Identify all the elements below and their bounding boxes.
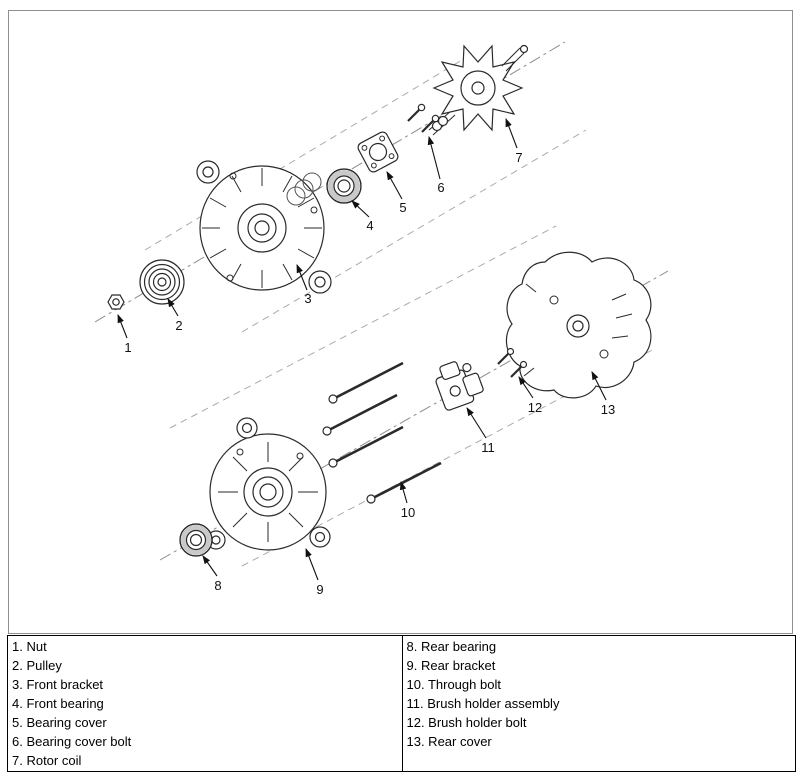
callout-number: 2: [175, 318, 182, 333]
legend-item: 11. Brush holder assembly: [406, 696, 560, 711]
part-pulley: [139, 259, 185, 305]
callout-number: 13: [601, 402, 615, 417]
callout-arrows: [117, 117, 607, 581]
legend-item: 1. Nut: [12, 639, 47, 654]
callout-number: 6: [437, 180, 444, 195]
part-brush-holder-bolts: [497, 347, 528, 378]
callout-numbers: 1 2 3 4 5 6 7 8 9 10 11 12 13: [124, 150, 615, 597]
part-bearing-cover: [357, 131, 399, 173]
callout-number: 3: [304, 291, 311, 306]
callout-number: 5: [399, 200, 406, 215]
legend-item: 8. Rear bearing: [406, 639, 497, 654]
callout-number: 12: [528, 400, 542, 415]
legend-item: 10. Through bolt: [406, 677, 501, 692]
legend-item: 5. Bearing cover: [12, 715, 107, 730]
legend-item: [403, 751, 796, 770]
legend-item: 13. Rear cover: [406, 734, 492, 749]
legend-item: 9. Rear bracket: [406, 658, 496, 673]
part-through-bolts: [322, 361, 442, 504]
callout-number: 4: [366, 218, 373, 233]
part-rear-cover: [505, 251, 652, 399]
callout-number: 10: [401, 505, 415, 520]
part-nut: [107, 294, 125, 310]
callout-number: 7: [515, 150, 522, 165]
part-rear-bracket: [206, 417, 331, 551]
part-rear-bearing: [179, 523, 213, 557]
legend-item: 12. Brush holder bolt: [406, 715, 527, 730]
part-front-bracket: [196, 160, 332, 294]
legend-right-column: 8. Rear bearing 9. Rear bracket 10. Thro…: [401, 636, 796, 771]
callout-number: 8: [214, 578, 221, 593]
legend-item: 3. Front bracket: [12, 677, 104, 692]
part-rotor-coil: [428, 44, 529, 136]
parts-legend: 1. Nut 2. Pulley 3. Front bracket 4. Fro…: [7, 635, 796, 772]
exploded-view-diagram: 1 2 3 4 5 6 7 8 9 10 11 12 13: [8, 10, 793, 634]
legend-item: 2. Pulley: [12, 658, 62, 673]
legend-item: 7. Rotor coil: [12, 753, 82, 768]
legend-left-column: 1. Nut 2. Pulley 3. Front bracket 4. Fro…: [8, 636, 402, 771]
callout-number: 9: [316, 582, 323, 597]
legend-item: 4. Front bearing: [12, 696, 104, 711]
callout-number: 11: [481, 440, 495, 455]
part-brush-holder-assembly: [435, 361, 484, 411]
legend-item: 6. Bearing cover bolt: [12, 734, 132, 749]
alternator-exploded-drawing: 1 2 3 4 5 6 7 8 9 10 11 12 13: [94, 41, 669, 597]
part-front-bearing: [326, 168, 362, 204]
callout-number: 1: [124, 340, 131, 355]
